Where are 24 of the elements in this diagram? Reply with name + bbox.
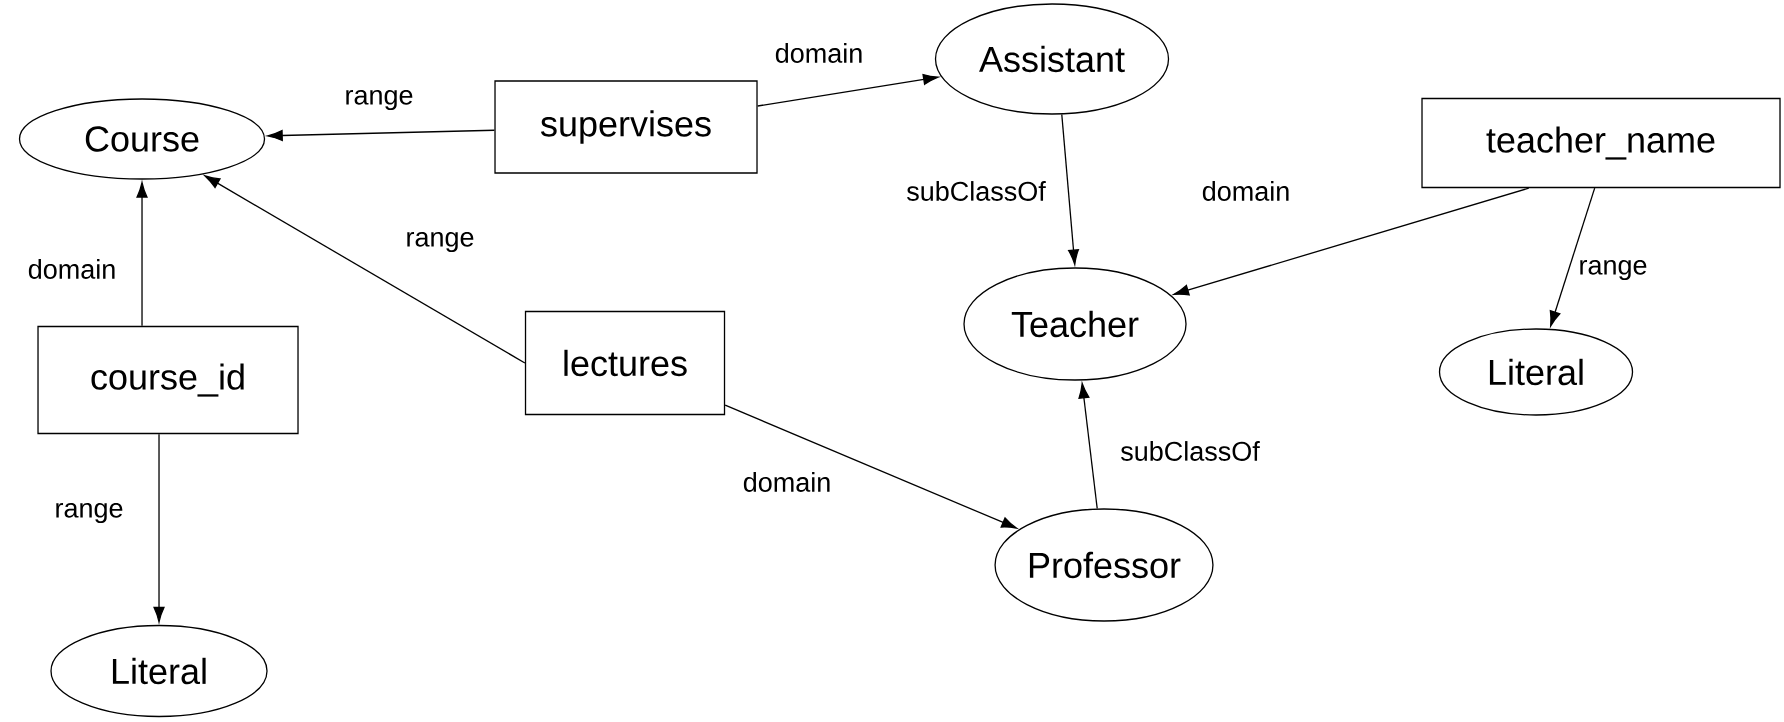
- arrow: [757, 73, 939, 107]
- property-box: supervises: [494, 80, 758, 174]
- arrow: [204, 175, 526, 364]
- arrow: [1061, 113, 1080, 265]
- arrow: [153, 433, 165, 623]
- edge-label: range: [342, 87, 416, 113]
- arrow: [136, 182, 148, 327]
- edge-label: subClassOf: [904, 179, 1048, 203]
- edge-label: range: [52, 500, 126, 526]
- property-box: lectures: [524, 310, 726, 416]
- property-box: teacher_name: [1421, 97, 1781, 189]
- arrow: [1549, 187, 1596, 327]
- edge-label: domain: [25, 257, 119, 281]
- edge-label: domain: [1199, 179, 1293, 203]
- edge-label: domain: [740, 470, 834, 494]
- arrow: [724, 404, 1017, 529]
- edge-label: domain: [772, 41, 866, 65]
- property-box: course_id: [37, 325, 299, 435]
- arrow: [267, 129, 495, 142]
- arrow: [1173, 187, 1530, 296]
- edge-label: range: [1576, 257, 1650, 283]
- edge-label: subClassOf: [1118, 439, 1262, 463]
- arrow: [1078, 382, 1098, 510]
- edge-label: range: [403, 229, 477, 255]
